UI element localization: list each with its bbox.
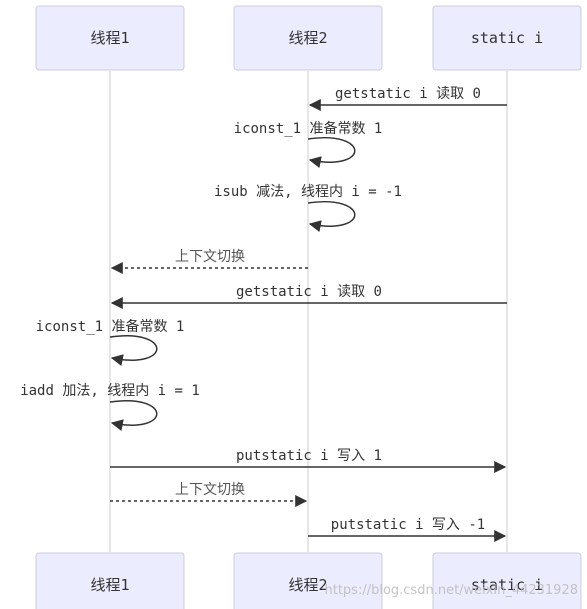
- message-6-label: iconst_1 准备常数 1: [36, 318, 185, 335]
- actor-top-thread1: 线程1: [35, 5, 185, 71]
- message-7-label: iadd 加法, 线程内 i = 1: [20, 383, 200, 399]
- message-1: getstatic i 读取 0: [308, 85, 507, 111]
- message-2: iconst_1 准备常数 1: [234, 120, 383, 168]
- message-9: 上下文切换: [110, 481, 308, 507]
- message-3-label: isub 减法, 线程内 i = -1: [214, 184, 402, 200]
- actor-bottom-thread1: 线程1: [35, 552, 185, 609]
- message-4: 上下文切换: [110, 248, 308, 274]
- message-3: isub 减法, 线程内 i = -1: [214, 184, 402, 232]
- actor-bottom-static-i-label: static i: [471, 576, 543, 594]
- message-2-label: iconst_1 准备常数 1: [234, 120, 383, 137]
- actor-top-thread2: 线程2: [233, 5, 383, 71]
- message-10: putstatic i 写入 -1: [308, 517, 507, 542]
- message-5-label: getstatic i 读取 0: [236, 283, 382, 300]
- message-8: putstatic i 写入 1: [110, 448, 507, 473]
- watermark-text: https://blog.csdn.net/weixin_44231928: [324, 583, 578, 598]
- message-5: getstatic i 读取 0: [110, 283, 507, 309]
- message-6: iconst_1 准备常数 1: [36, 318, 185, 366]
- message-8-label: putstatic i 写入 1: [236, 448, 382, 464]
- message-7: iadd 加法, 线程内 i = 1: [20, 383, 200, 431]
- message-4-label: 上下文切换: [175, 248, 245, 265]
- actor-top-static-i-label: static i: [471, 29, 543, 47]
- message-1-label: getstatic i 读取 0: [335, 85, 481, 102]
- actor-bottom-thread1-label: 线程1: [90, 576, 129, 594]
- actor-bottom-static-i: static i: [432, 552, 582, 609]
- actor-bottom-thread2: 线程2: [233, 552, 383, 609]
- actor-top-thread1-label: 线程1: [90, 29, 129, 47]
- message-10-label: putstatic i 写入 -1: [331, 517, 485, 533]
- actor-top-static-i: static i: [432, 5, 582, 71]
- actor-bottom-thread2-label: 线程2: [288, 576, 327, 594]
- message-9-label: 上下文切换: [175, 481, 245, 498]
- actor-top-thread2-label: 线程2: [288, 29, 327, 47]
